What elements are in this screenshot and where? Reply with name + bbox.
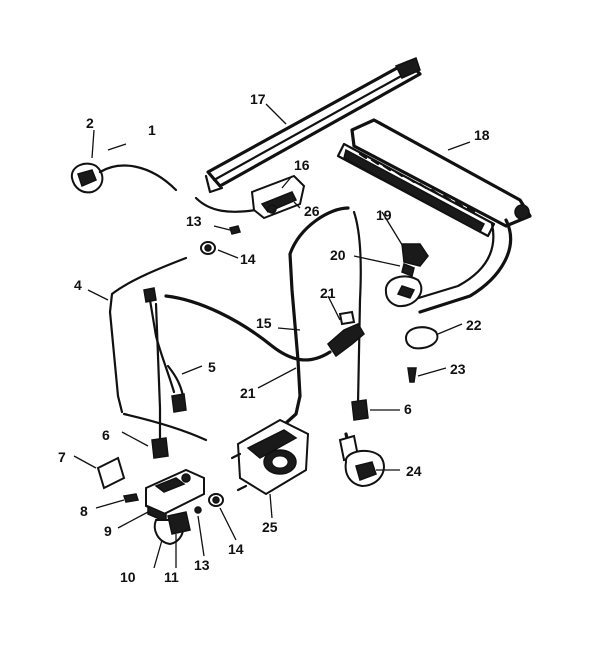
part-18-burner — [336, 118, 532, 314]
callout-1: 1 — [148, 122, 156, 138]
part-4-wire — [108, 256, 208, 442]
part-19-pilot — [401, 243, 429, 278]
part-22-cap — [404, 326, 439, 350]
callout-13-upper: 13 — [186, 213, 202, 229]
callout-24: 24 — [406, 463, 422, 479]
part-2-thermostat-bulb — [70, 162, 258, 213]
callout-26: 26 — [304, 203, 320, 219]
burner-ports — [343, 148, 485, 234]
part-13-lower-screw — [194, 506, 202, 514]
part-14-upper-grommet — [200, 241, 216, 255]
callout-21-lower: 21 — [240, 385, 256, 401]
part-23-screw — [407, 367, 417, 383]
leader-lines — [73, 103, 471, 569]
callout-6-right: 6 — [404, 401, 412, 417]
callout-8: 8 — [80, 503, 88, 519]
part-7-plate — [96, 456, 126, 490]
callout-9: 9 — [104, 523, 112, 539]
part-16-bracket — [250, 174, 306, 220]
callout-17: 17 — [250, 91, 266, 107]
callout-labels: 1 2 4 5 6 6 7 8 9 10 11 13 13 14 14 15 1… — [58, 91, 490, 585]
part-8-screw — [123, 493, 139, 503]
callout-16: 16 — [294, 157, 310, 173]
part-5-lead-wire — [143, 287, 187, 413]
part-14-lower-grommet — [208, 493, 224, 507]
part-6-fitting-left — [151, 437, 169, 459]
callout-20: 20 — [330, 247, 346, 263]
callout-4: 4 — [74, 277, 82, 293]
part-21-tube — [154, 294, 365, 448]
callout-23: 23 — [450, 361, 466, 377]
part-24-valve — [338, 432, 385, 488]
callout-15: 15 — [256, 315, 272, 331]
callout-14-lower: 14 — [228, 541, 244, 557]
callout-25: 25 — [262, 519, 278, 535]
callout-7: 7 — [58, 449, 66, 465]
callout-14-upper: 14 — [240, 251, 256, 267]
callout-11: 11 — [164, 569, 179, 585]
callout-6-left: 6 — [102, 427, 110, 443]
callout-5: 5 — [208, 359, 216, 375]
callout-19: 19 — [376, 207, 392, 223]
part-9-valve-body — [145, 468, 205, 524]
part-13-upper-screw — [229, 225, 241, 235]
callout-10: 10 — [120, 569, 136, 585]
part-6-fitting-right — [351, 399, 369, 421]
callout-13-lower: 13 — [194, 557, 210, 573]
part-17-bracket — [204, 57, 422, 194]
callout-22: 22 — [466, 317, 482, 333]
part-25-valve — [230, 418, 310, 496]
callout-21-upper: 21 — [320, 285, 336, 301]
callout-18: 18 — [474, 127, 490, 143]
callout-2: 2 — [86, 115, 94, 131]
part-15-tube — [274, 206, 362, 434]
